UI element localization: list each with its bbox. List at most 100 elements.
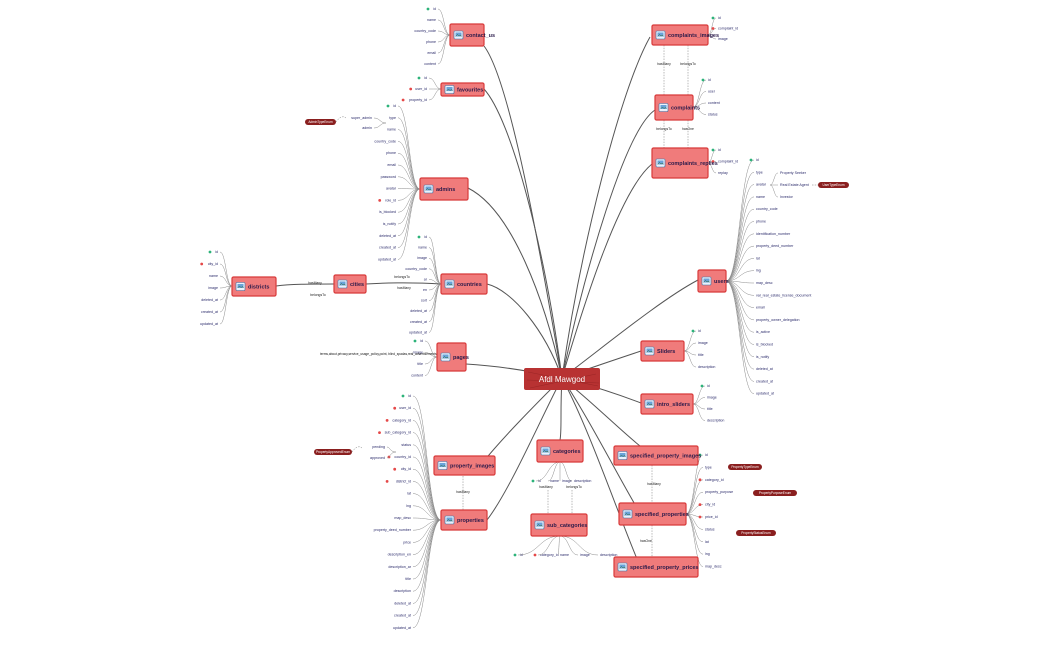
relation-label: hasMany (308, 281, 322, 285)
field-label: phone (756, 220, 766, 224)
calendar-icon (622, 509, 633, 519)
node-countries[interactable]: countries (440, 273, 488, 295)
svg-text:hasMany: hasMany (456, 490, 470, 494)
node-title: districts (248, 285, 269, 291)
svg-text:hasMany: hasMany (539, 485, 553, 489)
field-label: category_id (705, 478, 724, 482)
field-label: id (718, 16, 721, 20)
central-topic[interactable]: Afdl Mawgod (524, 368, 600, 390)
field-label: image (413, 351, 423, 355)
field-label: image (718, 37, 728, 41)
node-title: specified_property_images (630, 454, 701, 460)
field-label: complaint_id (718, 27, 738, 31)
node-title: categories (553, 449, 581, 455)
key-dot (200, 262, 204, 266)
field-label: updated_at (200, 322, 218, 326)
field-label: content (708, 101, 720, 105)
field-label: updated_at (409, 330, 427, 334)
node-intro-sliders[interactable]: intro_sliders (640, 393, 694, 415)
field-label: lat (407, 492, 411, 496)
field-label: category_id (392, 418, 411, 422)
box-icon (534, 520, 545, 530)
node-users[interactable]: users (697, 269, 729, 293)
node-sub-categories[interactable]: sub_categories (530, 513, 588, 537)
field-label: email (756, 306, 765, 310)
node-contact-us[interactable]: contact_us (449, 23, 495, 47)
field-label: image (562, 479, 572, 483)
node-specified-property-prices[interactable]: specified_property_prices (613, 556, 699, 578)
svg-text:hasMany: hasMany (308, 281, 322, 285)
svg-text:belongsTo: belongsTo (394, 275, 410, 279)
svg-text:Real Estate Agent: Real Estate Agent (780, 183, 809, 187)
field-label: ar (424, 277, 428, 281)
envelope-icon (655, 158, 666, 168)
node-complaints[interactable]: complaints (654, 94, 700, 121)
node-complaints-replies[interactable]: complaints_replies (651, 147, 718, 179)
field-label: created_at (379, 246, 396, 250)
field-label: id (707, 384, 710, 388)
field-label: is_active (756, 330, 770, 334)
fields-districts: idcity_idnameimagedeleted_atcreated_atup… (200, 250, 233, 326)
svg-text:UserTypeEnum: UserTypeEnum (823, 183, 845, 187)
key-dot (700, 384, 704, 388)
field-label: title (405, 577, 411, 581)
svg-text:hasMany: hasMany (397, 286, 411, 290)
relation-label: hasMany (647, 482, 661, 486)
node-title: cities (350, 282, 364, 288)
field-label: updated_at (756, 392, 774, 396)
field-label: password (381, 175, 396, 179)
field-label: created_at (756, 379, 773, 383)
node-cities[interactable]: cities (333, 274, 367, 294)
field-label: complaint_id (718, 160, 738, 164)
central-connections (275, 36, 699, 567)
relation-label: hasOne (640, 539, 652, 543)
field-label: deleted_at (394, 601, 411, 605)
node-title: contact_us (466, 33, 495, 39)
node-sliders[interactable]: Sliders (640, 340, 685, 362)
key-dot (711, 160, 715, 163)
node-title: favourites (457, 88, 483, 94)
node-districts[interactable]: districts (231, 276, 277, 297)
key-dot (513, 553, 517, 557)
svg-text:pending: pending (372, 445, 385, 449)
node-admins[interactable]: admins (419, 177, 469, 201)
field-label: country_code (374, 139, 396, 143)
desk-icon (658, 103, 669, 112)
field-label: status (708, 113, 718, 117)
key-dot (208, 250, 212, 254)
field-label: price (403, 540, 411, 544)
node-specified-property-images[interactable]: specified_property_images (613, 445, 701, 466)
table-nodes: contact_us favourites admins countries citie… (231, 23, 729, 578)
field-label: city_id (401, 467, 411, 471)
node-favourites[interactable]: favourites (440, 82, 485, 97)
node-title: complaints_replies (668, 161, 718, 167)
field-label: phone (386, 151, 396, 155)
svg-text:super_admin: super_admin (351, 116, 372, 120)
fields-specified-properties: idtypecategory_idproperty_purposecity_id… (685, 453, 733, 569)
node-complaints-images[interactable]: complaints_images (651, 24, 719, 46)
field-label: user_id (415, 87, 427, 91)
money-icon (617, 562, 628, 572)
field-label: property_id (409, 98, 427, 102)
field-label: type (756, 170, 763, 174)
key-dot (701, 78, 705, 82)
key-dot (413, 339, 417, 343)
people-icon (423, 184, 434, 194)
relation-label: hasMany (397, 286, 411, 290)
key-dot (385, 419, 389, 422)
node-properties[interactable]: properties (440, 509, 488, 531)
document-icon (440, 352, 451, 362)
field-label: map_desc (705, 565, 722, 569)
node-property-images[interactable]: property_images (433, 455, 496, 476)
key-dot (691, 329, 695, 333)
box-icon (540, 446, 551, 456)
field-label: content (424, 62, 436, 66)
node-categories[interactable]: categories (536, 439, 584, 463)
node-pages[interactable]: pages (436, 342, 469, 372)
relation-label: belongsTo (566, 485, 582, 489)
key-dot (531, 479, 535, 483)
field-label: avatar (386, 187, 397, 191)
node-specified-properties[interactable]: specified_properties (618, 502, 689, 526)
